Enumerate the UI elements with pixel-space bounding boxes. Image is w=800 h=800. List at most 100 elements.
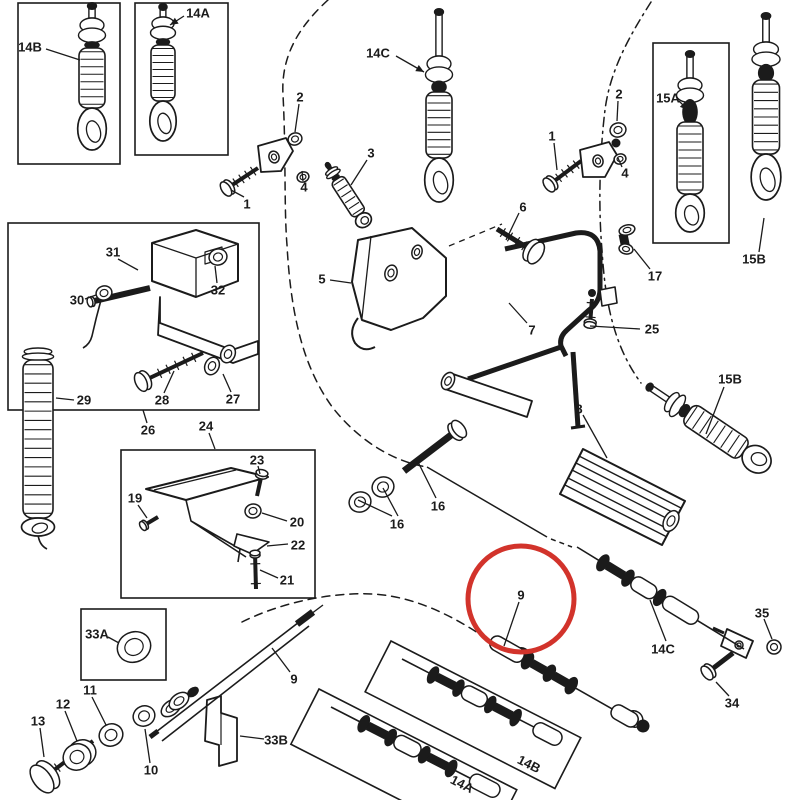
bolt-28-rib <box>165 364 171 375</box>
leader-17 <box>633 248 651 270</box>
ring-27a <box>219 344 237 364</box>
bolt-1-left-rib <box>249 166 257 176</box>
washer-11-inner <box>104 728 118 742</box>
box-33a <box>80 608 167 681</box>
leader-34-line <box>715 681 730 697</box>
label-14c-cable: 14C <box>651 642 675 657</box>
leader-9-circled-line <box>503 601 520 647</box>
leader-1-right-line <box>553 142 558 171</box>
leader-14c-cable <box>649 599 667 642</box>
bolt-1-left-rib <box>238 174 245 184</box>
spring-14b-cap <box>86 2 98 10</box>
bolt-28-head <box>133 371 149 393</box>
ring-27b-inner <box>207 361 217 371</box>
bracket-31-edges <box>151 242 239 297</box>
leader-26 <box>142 409 148 424</box>
label-25: 25 <box>645 322 659 337</box>
cable-route-right <box>599 1 652 384</box>
cable-14b-boxed-ferrule <box>532 722 563 746</box>
spring-14c-top-knot <box>431 80 447 94</box>
pedal-plate-line <box>153 469 237 491</box>
leader-4-left-line <box>301 170 304 182</box>
bolt-13-rib <box>53 763 61 772</box>
spring-3-rung <box>333 178 345 186</box>
bolt-1-right-head <box>542 177 556 193</box>
cable-9-short-wire <box>575 687 613 710</box>
leader-14a-box <box>169 15 185 26</box>
spring-14c-top-collar-b <box>424 66 454 84</box>
ring-27a-inner <box>223 349 233 359</box>
leader-23 <box>257 465 261 475</box>
rod-7-drop <box>570 351 581 428</box>
cable-14a-boxed-seg <box>426 752 449 771</box>
spring-3-cap <box>324 161 332 170</box>
leader-33b-line <box>239 735 265 740</box>
leader-12-line <box>64 710 78 742</box>
nut-2-right-inner <box>613 125 623 135</box>
bolt-16-shaft <box>401 429 458 474</box>
leader-23-line <box>257 465 261 475</box>
label-26: 26 <box>141 423 155 438</box>
leader-21-line <box>259 569 279 579</box>
leader-16-washer-a <box>357 499 393 517</box>
bolt-6-rib <box>506 232 514 242</box>
leader-34 <box>715 681 730 697</box>
pad-8-end-inner <box>666 515 676 527</box>
hole-5b <box>411 244 423 260</box>
label-14a-box: 14A <box>186 6 210 21</box>
cable-14a-boxed-seg <box>365 721 389 740</box>
label-1-left: 1 <box>243 197 250 212</box>
leader-11-line <box>91 696 107 726</box>
cable-14c-bottom-wire <box>696 619 745 650</box>
leader-3 <box>350 159 368 186</box>
box-31-group <box>7 222 260 411</box>
label-15b-mid: 15B <box>718 372 742 387</box>
nut-16b <box>348 491 372 513</box>
leader-1-left-line <box>230 189 245 198</box>
leader-13-line <box>39 727 45 758</box>
spring-3 <box>324 161 373 229</box>
spring-15a <box>674 50 706 233</box>
box-14a <box>134 2 229 156</box>
hole-5a <box>384 264 398 282</box>
bolt-1-left-rib <box>244 170 251 180</box>
cable-14a-boxed-ferrule <box>468 773 501 799</box>
leader-14b-box <box>45 48 81 61</box>
leader-5 <box>329 279 352 284</box>
pedal-arm <box>185 499 255 563</box>
leader-14b-box-line <box>45 48 81 61</box>
shaft-9-tip <box>294 609 316 627</box>
leader-20 <box>261 512 288 522</box>
washer-11 <box>98 723 124 747</box>
leader-25-line <box>589 325 641 330</box>
elbow-17-top <box>618 223 636 237</box>
spring-15b-mid-rung <box>720 429 733 448</box>
spring-15b-mid-rung <box>699 415 712 434</box>
collar-7 <box>440 371 456 391</box>
spring-15b-top-eye-hole <box>759 167 776 193</box>
bolt-28-rib <box>173 360 180 371</box>
bead-25 <box>588 289 596 297</box>
box-cable-14a <box>289 687 518 800</box>
spring-15b-mid-cap <box>645 382 654 392</box>
leader-28-line <box>163 370 175 394</box>
label-12: 12 <box>56 697 70 712</box>
leader-10 <box>144 728 151 764</box>
leader-31-line <box>117 258 139 271</box>
clip-30-inner <box>99 288 109 298</box>
leader-7 <box>508 302 528 324</box>
label-33a: 33A <box>85 627 109 642</box>
label-8: 8 <box>575 402 582 417</box>
leader-31 <box>117 258 139 271</box>
bolt-34-shaft <box>708 651 735 673</box>
spring-15b-top-knot <box>757 63 775 83</box>
hole-clamp-left <box>268 150 280 164</box>
bolt-6-rib <box>499 228 506 238</box>
cable-14b-boxed <box>401 658 563 746</box>
cable-route-bottom <box>241 593 485 638</box>
bolt-28-rib <box>191 352 197 363</box>
leader-2-left <box>294 103 300 133</box>
leader-4-right-line <box>617 157 623 168</box>
cable-14a-boxed-bead <box>417 745 431 764</box>
